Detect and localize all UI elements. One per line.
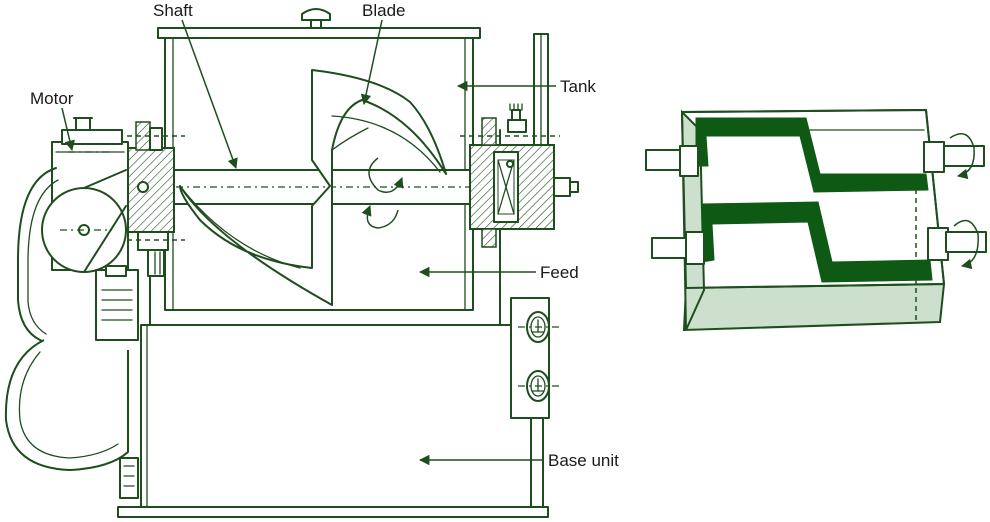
motor [41, 117, 139, 341]
shaft [124, 169, 560, 205]
base-unit [140, 297, 562, 508]
label-motor: Motor [30, 89, 74, 108]
motor-housing [4, 339, 129, 471]
rotation-arrow-lower [953, 219, 979, 270]
label-base-unit: Base unit [548, 451, 619, 470]
lower-sigma-blade [701, 201, 933, 283]
drive-belt [17, 167, 57, 346]
left-bearing [118, 121, 185, 277]
blade-leader [360, 19, 383, 106]
rotation-arrow [361, 205, 399, 229]
blade [179, 69, 447, 306]
lid-knob [301, 8, 331, 21]
rotation-arrow-upper [949, 133, 975, 180]
shaft-leader [181, 19, 238, 169]
right-bearing [460, 103, 579, 248]
left-shaft-stubs [645, 145, 705, 265]
upper-sigma-blade [695, 117, 929, 193]
tilt-rod [533, 33, 549, 147]
label-shaft: Shaft [153, 1, 193, 20]
rotation-arrow [368, 157, 404, 193]
right-shaft-stubs [923, 141, 987, 261]
motor-leader [61, 107, 75, 152]
label-blade: Blade [362, 1, 405, 20]
label-feed: Feed [540, 263, 579, 282]
label-tank: Tank [560, 77, 596, 96]
base-plate [117, 506, 549, 518]
